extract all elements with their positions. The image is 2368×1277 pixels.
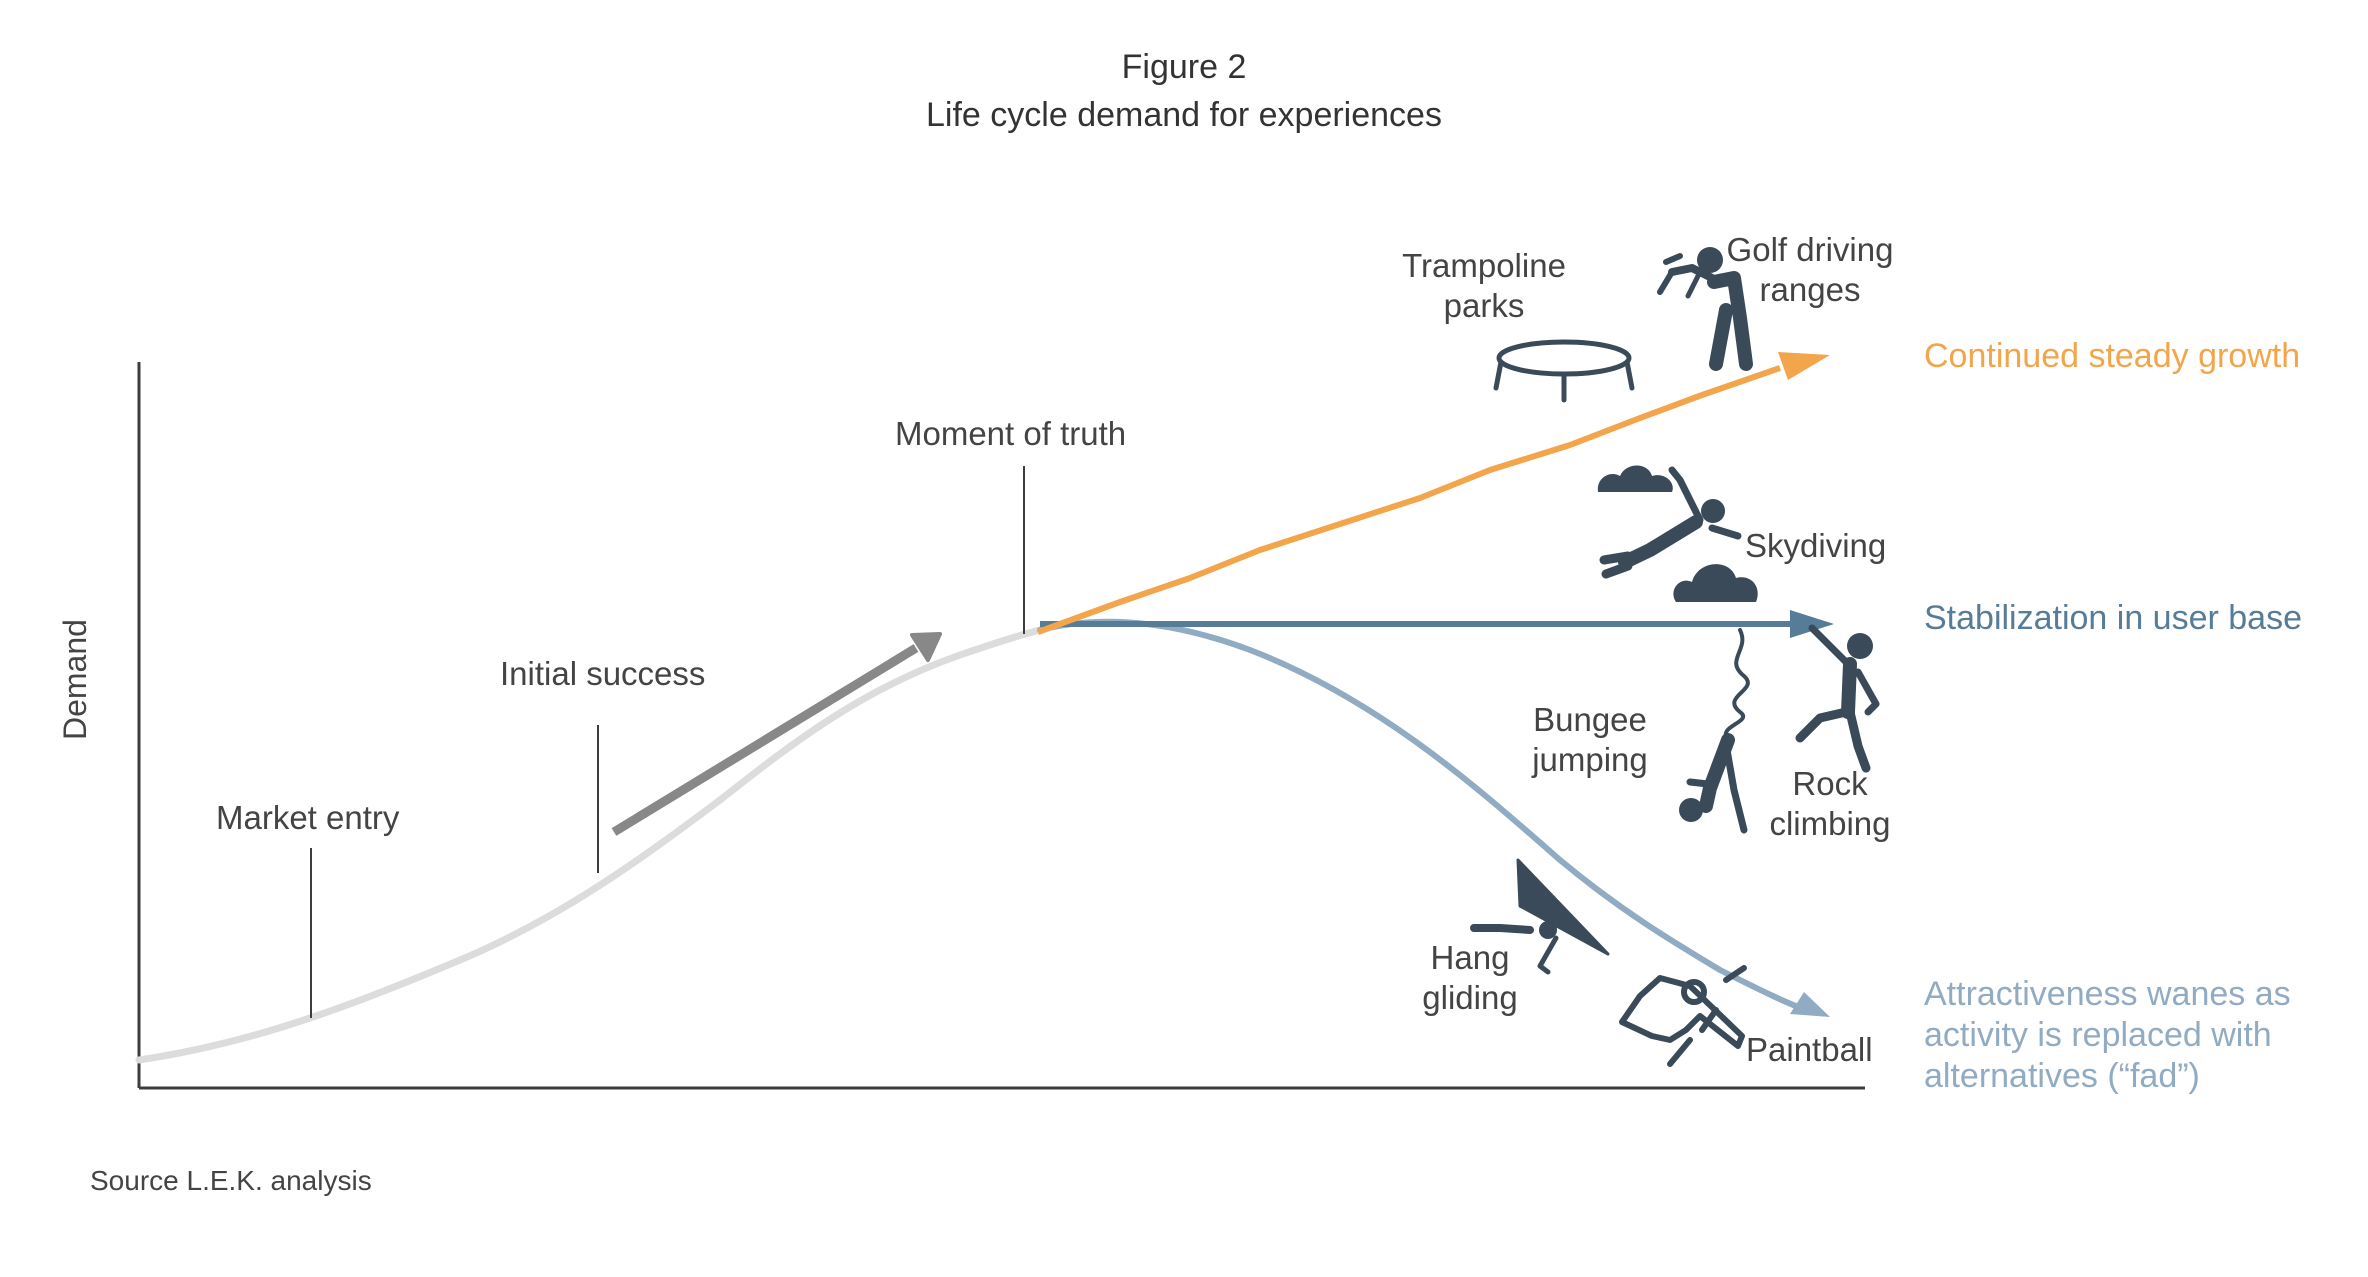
bungee-label-line1: Bungee [1533,701,1647,738]
initial-success-label: Initial success [500,655,706,692]
golf-label-line2: ranges [1759,271,1861,308]
hang-glider-icon [1470,858,1610,975]
bungee-label: Bungee jumping [1510,700,1670,780]
bungee-jumper-icon [1679,628,1750,834]
y-axis-label: Demand [57,619,93,740]
trampoline-label-line1: Trampoline [1402,247,1566,284]
figure-title: Life cycle demand for experiences [926,96,1442,134]
fad-outcome-label: Attractiveness wanes as activity is repl… [1924,974,2291,1097]
paintball-label: Paintball [1746,1031,1873,1068]
golf-label-line1: Golf driving [1726,231,1894,268]
moment-of-truth-label: Moment of truth [895,415,1127,452]
rock-climber-icon [1795,624,1880,773]
growth-outcome-label: Continued steady growth [1924,337,2301,375]
growth-arrow-head [1778,352,1830,380]
cloud-icon-bottom [1673,564,1758,602]
hang-gliding-label-line2: gliding [1422,979,1518,1016]
momentum-arrow-head [910,632,942,662]
fad-curve [1037,618,1815,1015]
fad-arrow-head [1790,992,1830,1017]
fad-outcome-line1: Attractiveness wanes as [1924,975,2291,1013]
bungee-label-line2: jumping [1532,741,1648,778]
trampoline-label-line2: parks [1443,287,1525,324]
golf-label: Golf driving ranges [1700,230,1920,310]
source-note: Source L.E.K. analysis [90,1165,372,1196]
stabilization-arrow-head [1790,610,1834,638]
base-life-cycle-curve [135,626,1044,1064]
skydiver-icon [1599,466,1742,579]
fad-outcome-line3: alternatives (“fad”) [1924,1057,2200,1095]
golfer-icon [1657,247,1753,371]
fad-outcome-line2: activity is replaced with [1924,1016,2272,1054]
rock-climbing-label: Rock climbing [1750,764,1910,844]
market-entry-label: Market entry [216,799,400,836]
stabilization-outcome-label: Stabilization in user base [1924,599,2303,637]
skydiving-label: Skydiving [1745,527,1887,564]
hang-gliding-label-line1: Hang [1430,939,1510,976]
momentum-arrow [611,644,919,836]
trampoline-label: Trampoline parks [1384,246,1584,326]
rock-climbing-label-line2: climbing [1769,805,1891,842]
paintball-gun-icon [1619,965,1747,1067]
hang-gliding-label: Hang gliding [1400,938,1540,1018]
cloud-icon-top [1597,465,1673,492]
figure-number: Figure 2 [1121,48,1247,86]
trampoline-icon [1493,339,1635,403]
growth-line [1036,365,1781,635]
rock-climbing-label-line1: Rock [1792,765,1868,802]
